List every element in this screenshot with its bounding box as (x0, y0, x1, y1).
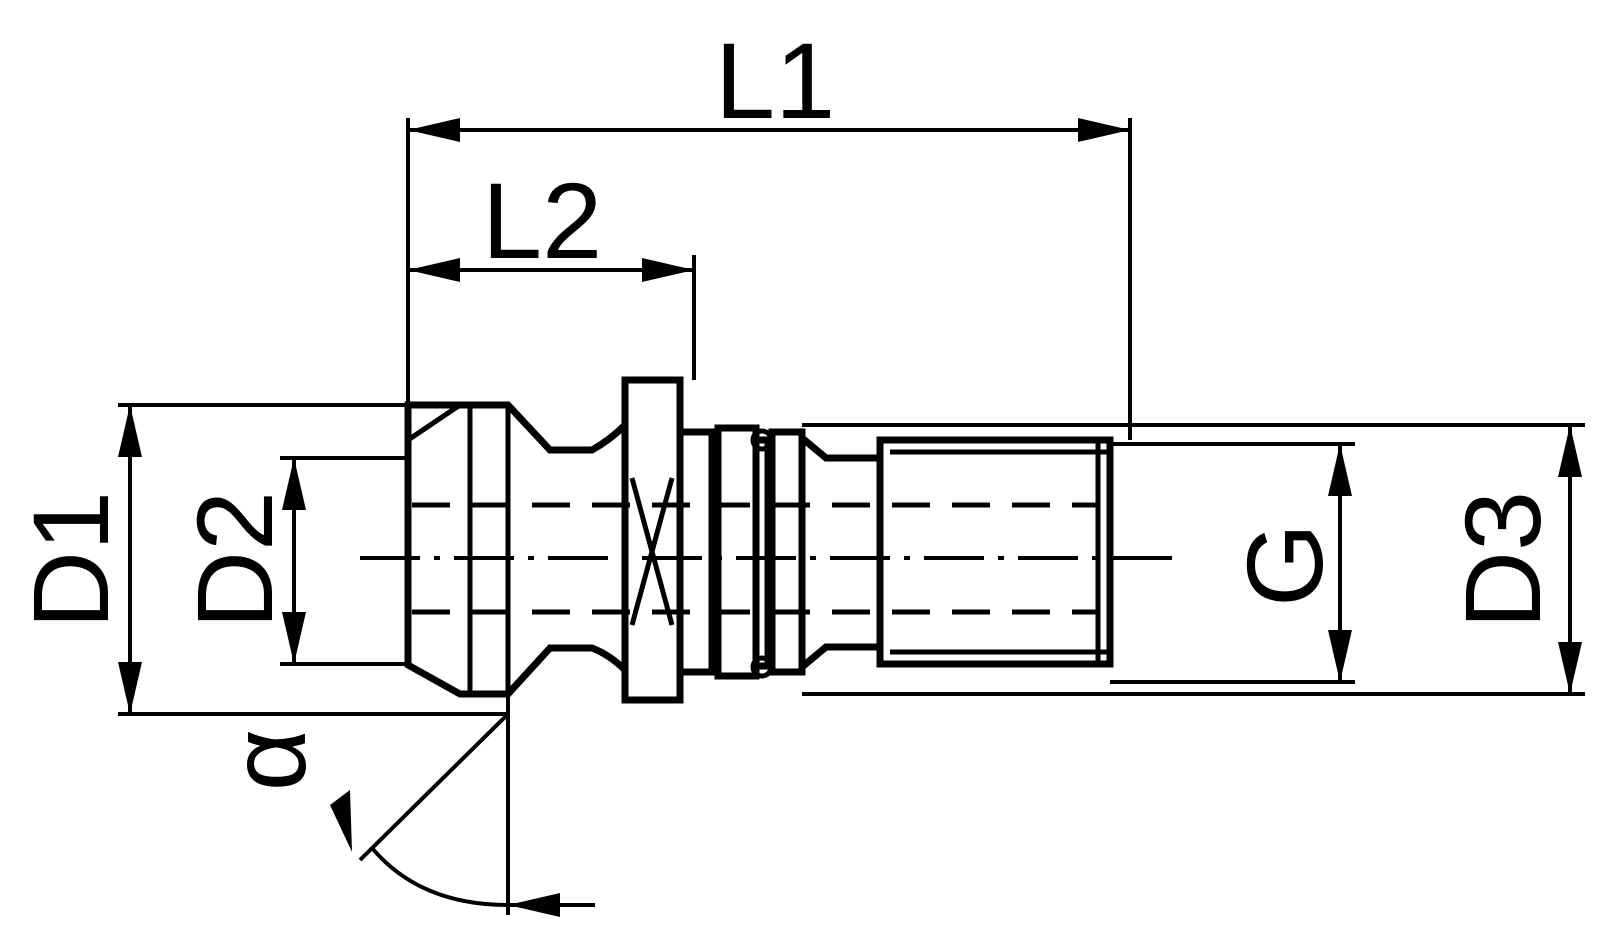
head-outline (404, 401, 629, 698)
arrow-d2-bottom (282, 612, 306, 664)
collar-2 (714, 424, 760, 680)
label-d3: D3 (1442, 491, 1563, 629)
label-d2: D2 (174, 491, 295, 629)
arrow-g-bottom (1328, 630, 1352, 682)
label-l2: L2 (482, 160, 602, 281)
arrow-l1-right (1078, 118, 1130, 142)
o-ring-groove (752, 436, 772, 670)
hidden-lines (360, 502, 1180, 615)
head-chamfer-top (406, 402, 462, 443)
arrow-d1-bottom (118, 662, 142, 714)
label-g: G (1224, 523, 1345, 607)
dimensions (118, 118, 1585, 917)
arrow-d3-bottom (1558, 642, 1582, 694)
angle-arc (370, 846, 509, 907)
thread-body (876, 436, 1114, 668)
arrow-d2-top (282, 458, 306, 510)
arrow-l2-right (642, 258, 694, 282)
angle-ref-slope (358, 712, 510, 862)
arrow-angle-right (508, 893, 560, 917)
collar-1 (676, 428, 716, 676)
arrow-d3-top (1558, 425, 1582, 477)
arrow-d1-top (118, 405, 142, 457)
labels: L1 L2 D1 D2 G D3 α (10, 20, 1563, 791)
arrow-angle-left (330, 790, 352, 852)
arrow-l1-left (408, 118, 460, 142)
flange (621, 376, 684, 704)
label-l1: L1 (715, 20, 835, 141)
collar-3 (768, 428, 806, 676)
label-alpha: α (207, 729, 328, 791)
arrow-g-top (1328, 444, 1352, 496)
part-outline (404, 376, 1114, 704)
neck (799, 435, 884, 670)
arrow-l2-left (408, 258, 460, 282)
label-d1: D1 (10, 491, 131, 629)
